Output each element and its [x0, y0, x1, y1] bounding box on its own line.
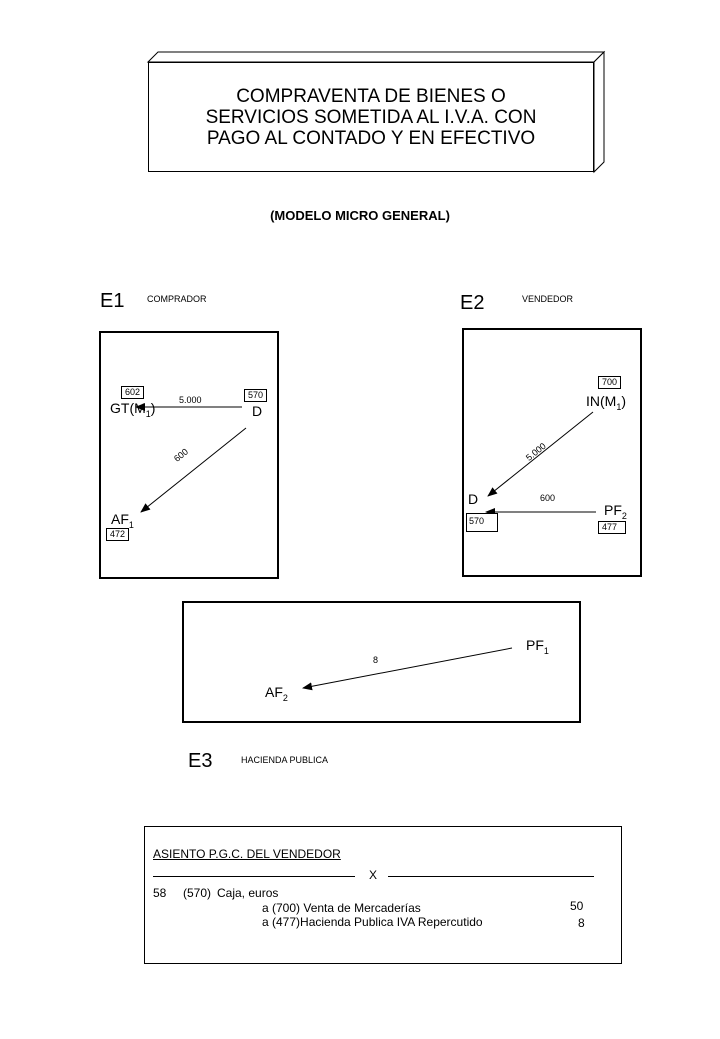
e3-node-pf: PF1: [526, 637, 549, 656]
subtitle: (MODELO MICRO GENERAL): [270, 208, 450, 223]
e3-edge-pf-af-label: 8: [373, 655, 379, 665]
e2-edge-pf-d-label: 600: [540, 493, 556, 503]
entry-heading: ASIENTO P.G.C. DEL VENDEDOR: [153, 847, 341, 861]
title-line-2: SERVICIOS SOMETIDA AL I.V.A. CON: [205, 106, 537, 128]
e1-role: COMPRADOR: [147, 294, 207, 304]
e3-box: [182, 601, 581, 723]
entry-separator-left: [153, 876, 355, 877]
e2-arrow-in-d: [487, 411, 594, 497]
e2-box: [462, 328, 642, 577]
entry-debit-amount: 58: [153, 886, 167, 900]
entry-separator-right: [388, 876, 594, 877]
e2-d-code: 570: [466, 513, 498, 532]
e1-d-code: 570: [244, 389, 268, 402]
e1-gt-code: 602: [121, 386, 145, 399]
title-box: COMPRAVENTA DE BIENES O SERVICIOS SOMETI…: [148, 62, 594, 172]
e3-role: HACIENDA PUBLICA: [241, 755, 329, 765]
entry-debit-account: Caja, euros: [217, 886, 279, 900]
e2-label: E2: [460, 292, 485, 314]
e1-node-af: AF1: [111, 511, 134, 530]
e1-label: E1: [100, 290, 125, 312]
entry-separator-x: X: [369, 868, 378, 882]
e1-box: [99, 331, 279, 579]
e2-pf-code: 477: [598, 521, 626, 534]
page-title: COMPRAVENTA DE BIENES O SERVICIOS SOMETI…: [206, 86, 537, 149]
entry-credit-2: a (477)Hacienda Publica IVA Repercutido: [262, 915, 483, 929]
e1-edge-d-gt-label: 5.000: [179, 395, 202, 405]
entry-credit-2-amount: 8: [578, 916, 585, 930]
e3-node-af: AF2: [265, 684, 288, 703]
e1-node-gt: GT(M1): [110, 400, 156, 419]
e2-node-pf: PF2: [604, 502, 627, 521]
journal-entry-box: [144, 826, 622, 964]
entry-credit-1: a (700) Venta de Mercaderías: [262, 901, 421, 915]
e1-af-code: 472: [106, 528, 130, 541]
title-line-3: PAGO AL CONTADO Y EN EFECTIVO: [206, 127, 536, 149]
e2-node-in: IN(M1): [586, 393, 627, 412]
title-line-1: COMPRAVENTA DE BIENES O: [236, 85, 506, 107]
e3-arrow-pf-af: [302, 647, 513, 691]
e2-node-d: D: [468, 491, 479, 507]
e3-label: E3: [188, 750, 213, 772]
entry-debit-code: (570): [183, 886, 212, 900]
entry-credit-1-amount: 50: [570, 899, 584, 913]
e1-arrow-d-af: [140, 427, 247, 513]
e2-in-code: 700: [598, 376, 622, 389]
e1-node-d: D: [252, 403, 263, 419]
e2-role: VENDEDOR: [522, 294, 574, 304]
